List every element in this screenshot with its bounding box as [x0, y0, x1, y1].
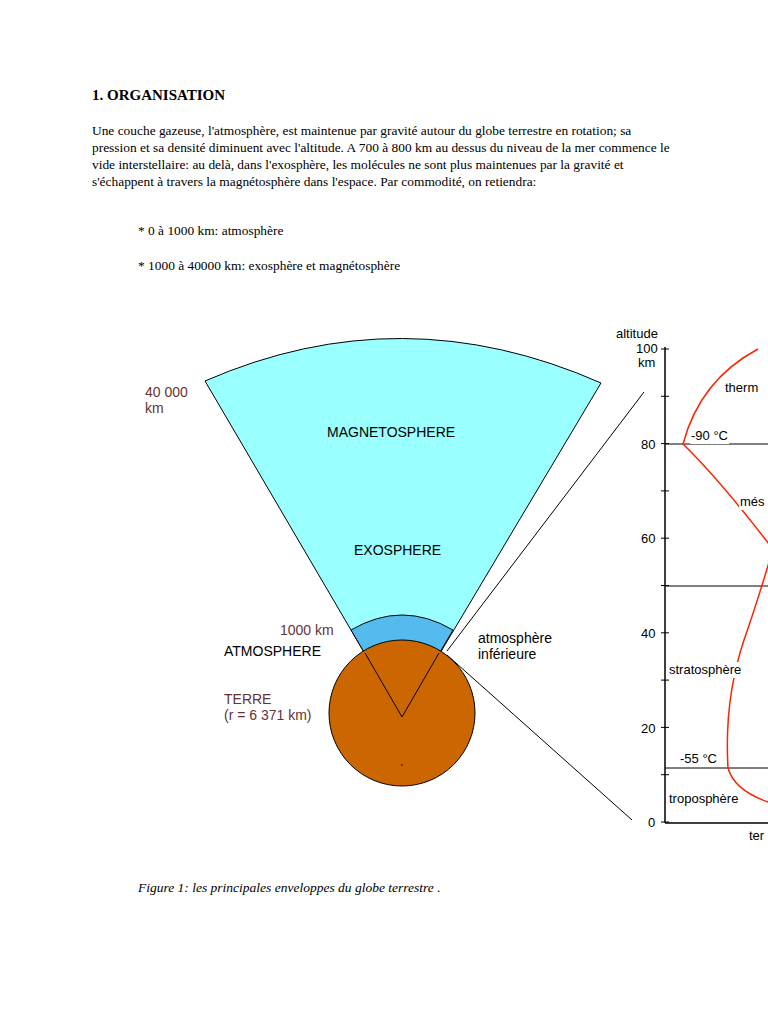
axis-value: 60	[641, 531, 655, 547]
layer-name: troposphère	[668, 791, 739, 807]
temperature-value: -90 °C	[690, 428, 729, 444]
earth-globe: TERRE(r = 6 371 km)	[220, 638, 480, 790]
layer-name: therm	[724, 380, 759, 396]
axis-value: 20	[641, 721, 655, 737]
region-label: EXOSPHERE	[354, 542, 441, 558]
region-label: (r = 6 371 km)	[224, 707, 312, 723]
axis-value: 0	[648, 815, 655, 831]
altitude-label: 40 000 km	[145, 384, 200, 416]
region-label: TERRE	[224, 691, 271, 707]
section-title: 1. ORGANISATION	[92, 87, 225, 104]
layer-name: stratosphère	[668, 662, 742, 678]
layer-name: més	[739, 494, 766, 510]
bullet-item: * 0 à 1000 km: atmosphère	[138, 223, 283, 239]
axis-value: 100	[636, 341, 658, 357]
layer-boundary	[665, 768, 768, 769]
intro-paragraph: Une couche gazeuse, l'atmosphère, est ma…	[92, 122, 677, 190]
callout-label: atmosphère inférieure	[478, 630, 568, 662]
figure-caption: Figure 1: les principales enveloppes du …	[138, 880, 441, 896]
region-label: ATMOSPHERE	[224, 643, 321, 659]
region-label: MAGNETOSPHERE	[327, 424, 455, 440]
temperature-axis	[665, 822, 768, 824]
zoom-line	[447, 655, 632, 820]
axis-value: 80	[641, 437, 655, 453]
temperature-value: -55 °C	[679, 751, 718, 767]
layer-boundary	[665, 586, 768, 587]
bullet-item: * 1000 à 40000 km: exosphère et magnétos…	[138, 258, 400, 274]
axis-value: 40	[641, 626, 655, 642]
axis-title: altitude	[616, 326, 658, 342]
temperature-curve	[683, 349, 768, 548]
axis-unit: km	[638, 355, 655, 371]
axis-title: ter	[748, 828, 765, 844]
region-label: 1000 km	[280, 622, 334, 638]
